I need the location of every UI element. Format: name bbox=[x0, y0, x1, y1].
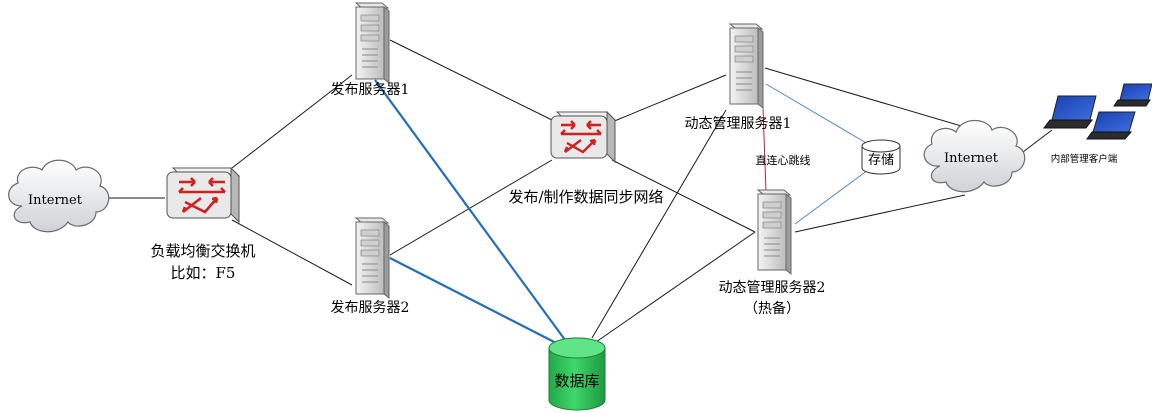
link-loadbalancer-pub1 bbox=[231, 74, 353, 169]
link-dyn2-internet bbox=[794, 194, 966, 233]
link-sync-dyn1 bbox=[611, 74, 727, 123]
connection-lines bbox=[108, 39, 1053, 347]
storage-label: 存储 bbox=[868, 153, 894, 168]
internet-cloud-right: Internet bbox=[923, 119, 1026, 193]
publish-server-2 bbox=[354, 217, 390, 300]
link-pub2-db bbox=[389, 257, 563, 347]
link-dyn1-storage bbox=[765, 83, 869, 145]
database-icon bbox=[548, 348, 606, 411]
sync-network-switch bbox=[550, 110, 617, 164]
switch-icon bbox=[550, 110, 617, 164]
link-dyn2-storage bbox=[794, 169, 869, 225]
link-loadbalancer-pub2 bbox=[231, 219, 353, 286]
load-balancer-switch bbox=[166, 166, 241, 224]
dynamic-server-1 bbox=[728, 23, 764, 110]
dynamic-server-2-label: 动态管理服务器2 bbox=[719, 280, 826, 296]
link-db-dyn2 bbox=[595, 231, 756, 343]
storage-icon bbox=[861, 146, 901, 175]
link-db-dyn1 bbox=[591, 109, 727, 339]
server-icon bbox=[756, 189, 792, 276]
link-pub1-db bbox=[374, 79, 569, 345]
server-icon bbox=[354, 217, 390, 300]
laptop-icon bbox=[1113, 83, 1152, 107]
link-pub2-sync bbox=[389, 159, 553, 256]
database-cylinder: 数据库 bbox=[548, 337, 606, 411]
publish-server-2-label: 发布服务器2 bbox=[331, 300, 410, 316]
storage-cylinder: 存储 bbox=[861, 139, 901, 175]
publish-server-1-label: 发布服务器1 bbox=[331, 82, 410, 98]
load-balancer-label: 负载均衡交换机 bbox=[150, 242, 255, 260]
dynamic-server-2 bbox=[756, 189, 792, 276]
internet-label-left: Internet bbox=[28, 193, 83, 208]
internet-cloud-left: Internet bbox=[8, 159, 110, 233]
cloud-icon bbox=[8, 159, 110, 233]
internal-clients-label: 内部管理客户端 bbox=[1051, 153, 1118, 165]
link-pub1-sync bbox=[389, 39, 553, 121]
link-sync-dyn2 bbox=[611, 159, 756, 233]
cloud-icon bbox=[923, 119, 1026, 193]
switch-icon bbox=[166, 166, 241, 224]
laptop-icon bbox=[1043, 95, 1097, 129]
database-label: 数据库 bbox=[554, 372, 599, 390]
heartbeat-label: 直连心跳线 bbox=[756, 153, 811, 167]
link-internet-clients bbox=[1022, 129, 1053, 153]
server-icon bbox=[354, 2, 390, 85]
sync-network-label: 发布/制作数据同步网络 bbox=[508, 188, 663, 206]
internet-label-right: Internet bbox=[944, 151, 999, 166]
dynamic-server-1-label: 动态管理服务器1 bbox=[685, 116, 792, 132]
link-dyn1-internet bbox=[764, 67, 969, 129]
load-balancer-example-label: 比如：F5 bbox=[171, 264, 236, 282]
publish-server-1 bbox=[354, 2, 390, 85]
dynamic-server-2-hotstandby-label: （热备） bbox=[744, 300, 800, 317]
internal-clients-group: 内部管理客户端 bbox=[1043, 83, 1152, 165]
server-icon bbox=[728, 23, 764, 110]
laptop-icon bbox=[1086, 111, 1136, 140]
